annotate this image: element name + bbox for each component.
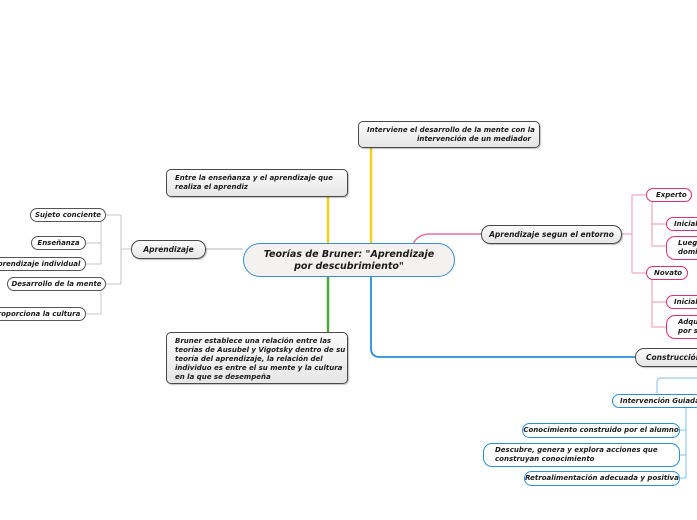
subtopic-descubre-line2: construyan conocimiento: [495, 455, 595, 463]
aprendizaje-links: [86, 214, 131, 315]
subtopic-desarrollo-mente[interactable]: Desarrollo de la mente: [7, 277, 106, 291]
topic-ensenanza-line2: realiza el aprendiz: [175, 183, 248, 191]
topic-relacion-line: Bruner establece una relación entre las: [175, 337, 332, 345]
topic-relacion-line: individuo es entre el su mente y la cult…: [175, 364, 343, 372]
subtopic-aprendizaje-individual[interactable]: prendizaje individual: [0, 257, 86, 271]
subtopic-proporciona-cultura[interactable]: roporciona la cultura: [0, 307, 86, 321]
topic-relacion-line: teorías de Ausubel y Vigotsky dentro de …: [175, 346, 346, 354]
topic-mediador-line2: intervención de un mediador: [416, 135, 531, 143]
subtopic-experto-luego-line2: domi: [678, 248, 697, 256]
subtopic-experto[interactable]: Experto: [646, 188, 692, 202]
topic-ensenanza[interactable]: Entre la enseñanza y el aprendizaje que …: [166, 169, 348, 197]
topic-relacion-line: en la que se desempeña: [175, 373, 271, 381]
subtopic-novato-adquiere-line1: Adqu: [678, 318, 697, 326]
subtopic-experto-luego-line1: Luego: [678, 239, 697, 247]
topic-ensenanza-line1: Entre la enseñanza y el aprendizaje que: [175, 174, 333, 182]
subtopic-experto-inicial[interactable]: Inicial: [666, 217, 697, 231]
subtopic-novato-adquiere-line2: por s: [678, 327, 697, 335]
subtopic-retroalimentacion[interactable]: Retroalimentación adecuada y positiva: [524, 471, 680, 486]
topic-relacion[interactable]: Bruner establece una relación entre las …: [166, 332, 348, 384]
link-central-entorno: [412, 233, 481, 245]
entorno-links: [622, 194, 666, 328]
central-topic-line1: Teorías de Bruner: "Aprendizaje: [263, 249, 435, 260]
subtopic-descubre-line1: Descubre, genera y explora acciones que: [495, 446, 658, 454]
subtopic-intervencion-guiada[interactable]: Intervención Guiada: [612, 394, 697, 408]
subtopic-novato-adquiere[interactable]: Adqu por s: [666, 315, 697, 339]
subtopic-novato[interactable]: Novato: [646, 266, 688, 280]
subtopic-descubre-genera[interactable]: Descubre, genera y explora acciones que …: [483, 443, 680, 467]
topic-relacion-line: teoría del aprendizaje, la relación del: [175, 355, 323, 363]
subtopic-ensenanza[interactable]: Enseñanza: [31, 236, 86, 250]
subtopic-conocimiento-construido[interactable]: Conocimiento construido por el alumno: [522, 423, 680, 438]
topic-mediador[interactable]: Interviene el desarrollo de la mente con…: [358, 121, 540, 148]
subtopic-experto-luego[interactable]: Luego domi: [666, 236, 697, 260]
central-topic[interactable]: Teorías de Bruner: "Aprendizaje por desc…: [243, 243, 455, 277]
subtopic-sujeto-conciente[interactable]: Sujeto conciente: [30, 208, 106, 222]
topic-aprendizaje[interactable]: Aprendizaje: [131, 240, 206, 259]
topic-aprendizaje-entorno[interactable]: Aprendizaje segun el entorno: [481, 225, 622, 244]
topic-construccion[interactable]: Construcción: [635, 348, 697, 367]
subtopic-novato-inicial[interactable]: Inicial: [666, 295, 697, 309]
link-central-construccion: [370, 276, 635, 358]
central-topic-line2: por descubrimiento": [294, 261, 404, 272]
topic-mediador-line1: Interviene el desarrollo de la mente con…: [367, 126, 535, 134]
